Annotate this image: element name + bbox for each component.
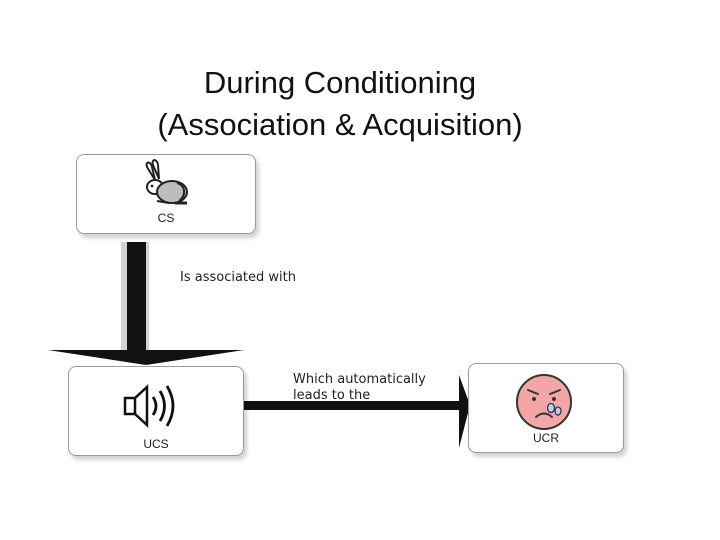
ucr-label: UCR (533, 431, 559, 445)
cs-box: CS (76, 154, 256, 234)
page-title: During Conditioning (Association & Acqui… (0, 62, 680, 146)
ucs-label: UCS (143, 437, 169, 451)
crying-face-icon (516, 374, 572, 430)
ucr-box: UCR (468, 363, 624, 453)
title-line-2: (Association & Acquisition) (157, 107, 523, 142)
rabbit-icon (145, 159, 188, 205)
title-line-1: During Conditioning (203, 65, 477, 100)
leads-to-caption-line-1: Which automatically (293, 372, 426, 387)
ucs-box: UCS (68, 366, 244, 456)
leads-to-caption-line-2: leads to the (293, 388, 371, 403)
leads-to-caption: Which automatically leads to the (293, 372, 426, 404)
arrow-cs-to-ucs (48, 242, 244, 365)
arrow-ucs-to-ucr (243, 375, 470, 448)
cs-label: CS (157, 211, 175, 225)
speaker-icon (123, 384, 175, 428)
association-caption: Is associated with (180, 270, 296, 285)
